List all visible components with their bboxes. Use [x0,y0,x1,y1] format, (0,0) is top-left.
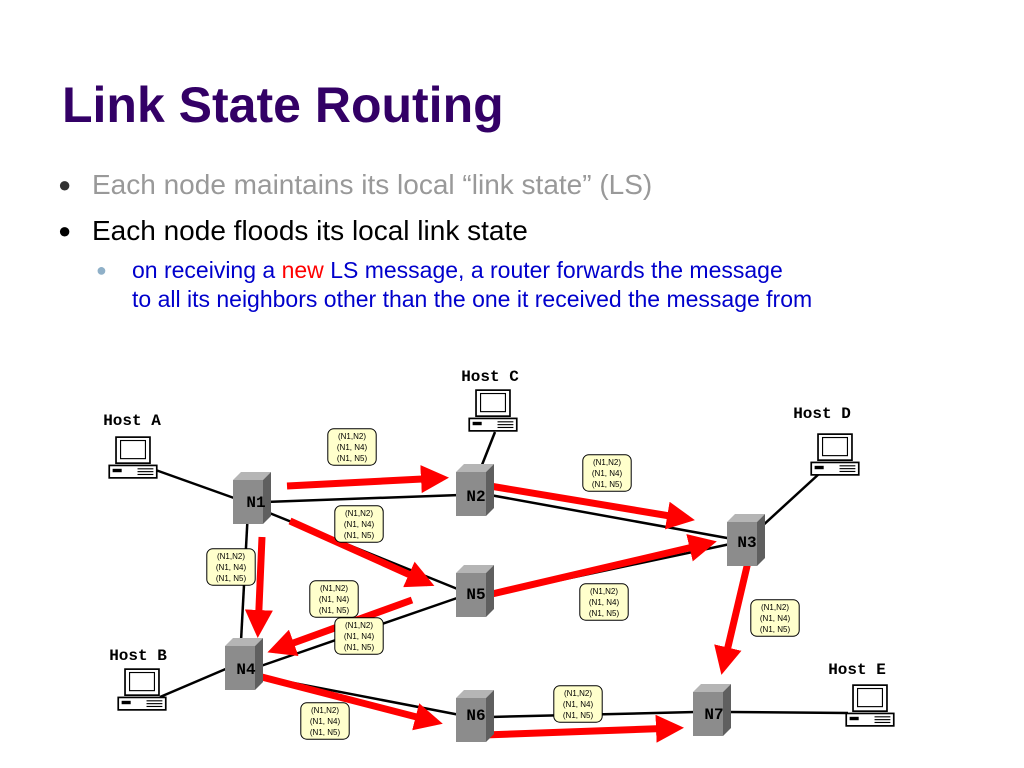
link-hostB-N4 [159,663,236,699]
ls-entry: (N1, N4) [589,598,620,607]
bullet-dot-icon: ● [58,172,72,197]
link-N2-N3 [489,493,739,542]
computer-icon [108,436,158,479]
ls-entry: (N1, N5) [216,574,247,583]
link-hostA-N1 [149,466,249,505]
ls-entry: (N1, N5) [337,454,368,463]
flood-arrow-N1-N4 [244,536,273,638]
bullet-dot-icon: ● [58,218,72,243]
host-d: Host D [793,405,860,476]
ls-message-box: (N1,N2) (N1, N4) (N1, N5) [750,599,800,637]
ls-message-box: (N1,N2) (N1, N4) (N1, N5) [334,505,384,543]
ls-message-box: (N1,N2) (N1, N4) (N1, N5) [553,685,603,723]
ls-message-box: (N1,N2) (N1, N4) (N1, N5) [579,583,629,621]
link-N1-N2 [264,493,461,504]
ls-entry: (N1, N4) [563,700,594,709]
bullet-text: Each node floods its local link state [92,215,528,246]
ls-entry: (N1,N2) [338,432,366,441]
ls-entry: (N1,N2) [345,621,373,630]
router-n5: N5 [456,565,494,617]
router-n4: N4 [225,638,263,690]
ls-entry: (N1, N5) [760,625,791,634]
ls-entry: (N1,N2) [345,509,373,518]
sub-bullet-dot-icon: ● [96,260,107,280]
computer-icon [117,668,167,711]
ls-message-box: (N1,N2) (N1, N4) (N1, N5) [300,702,350,740]
bullet-item: ● Each node floods its local link state [58,214,1008,248]
router-label: N2 [466,488,485,506]
ls-entry: (N1, N5) [344,531,375,540]
flood-arrow-N4-N6 [249,670,443,731]
ls-entry: (N1,N2) [761,603,789,612]
computer-icon [810,433,860,476]
flood-arrow-N1-N5 [288,517,435,588]
ls-message-box: (N1,N2) (N1, N4) (N1, N5) [334,617,384,655]
computer-icon [845,684,895,727]
ls-entry: (N1, N4) [592,469,623,478]
slide-title: Link State Routing [62,77,504,133]
router-label: N4 [236,661,256,679]
link-hostD-N3 [759,472,821,529]
flood-arrow-N6-N7 [483,714,684,743]
host-a: Host A [103,412,161,479]
router-n7: N7 [693,684,731,736]
ls-entry: (N1, N5) [310,728,341,737]
bullet-text: Each node maintains its local “link stat… [92,169,653,200]
ls-entry: (N1, N5) [344,643,375,652]
ls-message-box: (N1,N2) (N1, N4) (N1, N5) [327,428,377,466]
ls-entry: (N1, N5) [589,609,620,618]
router-label: N6 [466,707,485,725]
ls-entry: (N1,N2) [311,706,339,715]
sub-bullet-text-part1: on receiving a [132,257,276,283]
host-c: Host C [461,368,519,432]
ls-entry: (N1, N4) [344,520,375,529]
host-label: Host A [103,412,161,430]
ls-message-box: (N1,N2) (N1, N4) (N1, N5) [309,580,359,618]
host-label: Host B [109,647,167,665]
ls-entry: (N1,N2) [320,584,348,593]
ls-entry: (N1, N4) [216,563,247,572]
sub-bullet-text-line2: to all its neighbors other than the one … [132,286,813,312]
router-label: N3 [737,534,756,552]
ls-entry: (N1, N5) [319,606,350,615]
sub-bullet-item: ● on receiving a new LS message, a route… [96,256,1008,314]
ls-entry: (N1, N4) [337,443,368,452]
bullet-list: ● Each node maintains its local “link st… [58,168,1008,318]
sub-bullet-text-part2: LS message, a router forwards the messag… [330,257,783,283]
router-n2: N2 [456,464,494,516]
router-n6: N6 [456,690,494,742]
host-label: Host D [793,405,851,423]
router-label: N1 [246,494,265,512]
computer-icon [468,389,518,432]
flood-arrow-N3-N7 [714,561,752,675]
sub-bullet-new-word: new [281,257,324,283]
router-n1: N1 [233,472,271,524]
flood-arrow-N2-N3 [489,482,695,530]
link-N7-hostE [729,710,849,715]
ls-entry: (N1, N4) [760,614,791,623]
ls-entry: (N1, N4) [310,717,341,726]
ls-entry: (N1,N2) [564,689,592,698]
flood-arrow-N1-N2 [286,465,449,494]
router-n3: N3 [727,514,765,566]
ls-entry: (N1,N2) [593,458,621,467]
ls-message-box: (N1,N2) (N1, N4) (N1, N5) [206,548,256,586]
ls-entry: (N1, N5) [563,711,594,720]
bullet-item: ● Each node maintains its local “link st… [58,168,1008,202]
router-label: N5 [466,586,485,604]
host-e: Host E [828,661,895,727]
ls-message-box: (N1,N2) (N1, N4) (N1, N5) [582,454,632,492]
ls-entry: (N1, N4) [344,632,375,641]
flood-arrow-N5-N3 [491,534,717,598]
ls-entry: (N1, N4) [319,595,350,604]
ls-entry: (N1,N2) [217,552,245,561]
host-b: Host B [109,647,167,711]
ls-entry: (N1,N2) [590,587,618,596]
host-label: Host C [461,368,519,386]
router-label: N7 [704,706,723,724]
ls-entry: (N1, N5) [592,480,623,489]
host-label: Host E [828,661,886,679]
